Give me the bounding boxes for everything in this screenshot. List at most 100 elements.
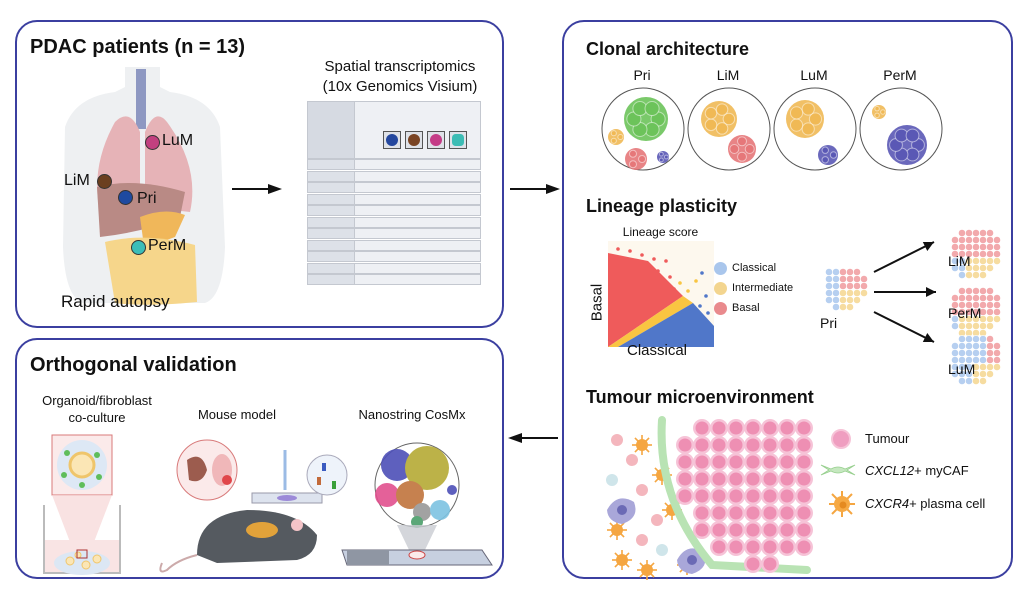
perm-cluster (951, 287, 1001, 337)
tumour-cell (727, 453, 745, 471)
plasma-cell (632, 435, 652, 455)
cosmx-illustration (341, 442, 493, 566)
arrow-right-icon (232, 184, 282, 194)
clonal-site-label-lim: LiM (716, 67, 740, 83)
visium-slide-top (307, 101, 481, 159)
slide-layer (307, 251, 481, 262)
tumour-cell (795, 521, 813, 539)
clone (887, 125, 927, 165)
tumour-cell (778, 521, 796, 539)
tumour-cell (778, 487, 796, 505)
score-point (672, 287, 676, 291)
score-point (628, 249, 632, 253)
score-point (616, 247, 620, 251)
lineage-target-perm: PerM (948, 305, 982, 321)
tumour-cell (778, 419, 796, 437)
tumour-cell (795, 538, 813, 556)
score-point (678, 281, 682, 285)
spatial-title-line1: Spatial transcriptomics (324, 58, 476, 75)
tumour-cell (727, 419, 745, 437)
lineage-xlabel: Classical (627, 342, 688, 359)
clonal-circle-lum (773, 87, 857, 171)
sample-swatch-lum (427, 131, 445, 149)
tumour-cell (761, 436, 779, 454)
tumour-cell (778, 453, 796, 471)
tumour-cell (778, 538, 796, 556)
clonal-site-label-pri: Pri (633, 67, 651, 83)
plasma-cell (612, 550, 632, 570)
tumour-cell (744, 555, 762, 573)
tumour-cell (795, 470, 813, 488)
tumour-cell (744, 504, 762, 522)
clonal-circle-perm (859, 87, 943, 171)
sample-swatch-perm (449, 131, 467, 149)
lum-cluster (951, 335, 1001, 385)
lineage-legend: Classical Intermediate Basal (714, 262, 814, 332)
plasma-gene: CXCR4 (865, 496, 910, 511)
score-point (640, 253, 644, 257)
site-marker-pri (118, 190, 133, 205)
lineage-title: Lineage plasticity (586, 196, 738, 216)
score-point (686, 289, 690, 293)
clone (818, 145, 838, 165)
arrow-to-findings-icon (510, 184, 560, 194)
slide-layer (307, 274, 481, 285)
tumour-cell (693, 487, 711, 505)
tumour-cell (693, 504, 711, 522)
slide-layer (307, 239, 481, 251)
tumour-cell (761, 419, 779, 437)
clone (786, 100, 824, 138)
lineage-target-lum: LuM (948, 361, 976, 377)
sample-swatch-pri (383, 131, 401, 149)
visium-slide-stack (307, 101, 481, 301)
clone (624, 97, 668, 141)
clonal-circle-lim (687, 87, 771, 171)
tumour-cell (795, 487, 813, 505)
slide-layer (307, 182, 481, 193)
tumour-cell (727, 436, 745, 454)
pri-cluster (825, 268, 868, 311)
tumour-cell (676, 470, 694, 488)
score-point (664, 259, 668, 263)
site-marker-lum (145, 135, 160, 150)
tumour-cell (761, 453, 779, 471)
tumour-cell (710, 419, 728, 437)
tumour-cell (693, 470, 711, 488)
clone (608, 129, 624, 145)
arrow-to-perm-icon (874, 287, 936, 297)
arrow-to-lim-icon (873, 241, 935, 273)
arrow-to-lum-icon (873, 311, 935, 343)
tumour-cell (710, 521, 728, 539)
cosmx-label: Nanostring CosMx (358, 407, 466, 422)
validation-panel: Orthogonal validation Organoid/fibroblas… (15, 338, 504, 579)
mouse-label: Mouse model (197, 407, 277, 422)
basal-region (608, 253, 683, 347)
tumour-cell (744, 453, 762, 471)
mycaf-suffix: + myCAF (914, 463, 969, 478)
tumour-cell (693, 521, 711, 539)
tumour-cell (727, 504, 745, 522)
tumour-cell (744, 419, 762, 437)
tumour-cell (761, 521, 779, 539)
tumour-cell (744, 470, 762, 488)
score-point (668, 275, 672, 279)
tumour-cell (744, 487, 762, 505)
tumour-cell (761, 538, 779, 556)
site-label-pri: Pri (137, 190, 157, 207)
clone (657, 151, 669, 163)
tumour-cell (744, 436, 762, 454)
tumour-cell (710, 504, 728, 522)
tumour-cell (761, 555, 779, 573)
lineage-origin-label: Pri (820, 315, 838, 331)
immune-cell (651, 514, 663, 526)
lim-cluster (951, 229, 1001, 279)
tumour-cell (795, 453, 813, 471)
tumour-cell (727, 521, 745, 539)
tumour-cell (693, 419, 711, 437)
classical-region (618, 303, 714, 347)
lineage-plot-title: Lineage score (622, 225, 699, 239)
tumour-cell (710, 487, 728, 505)
validation-title: Orthogonal validation (30, 354, 237, 376)
